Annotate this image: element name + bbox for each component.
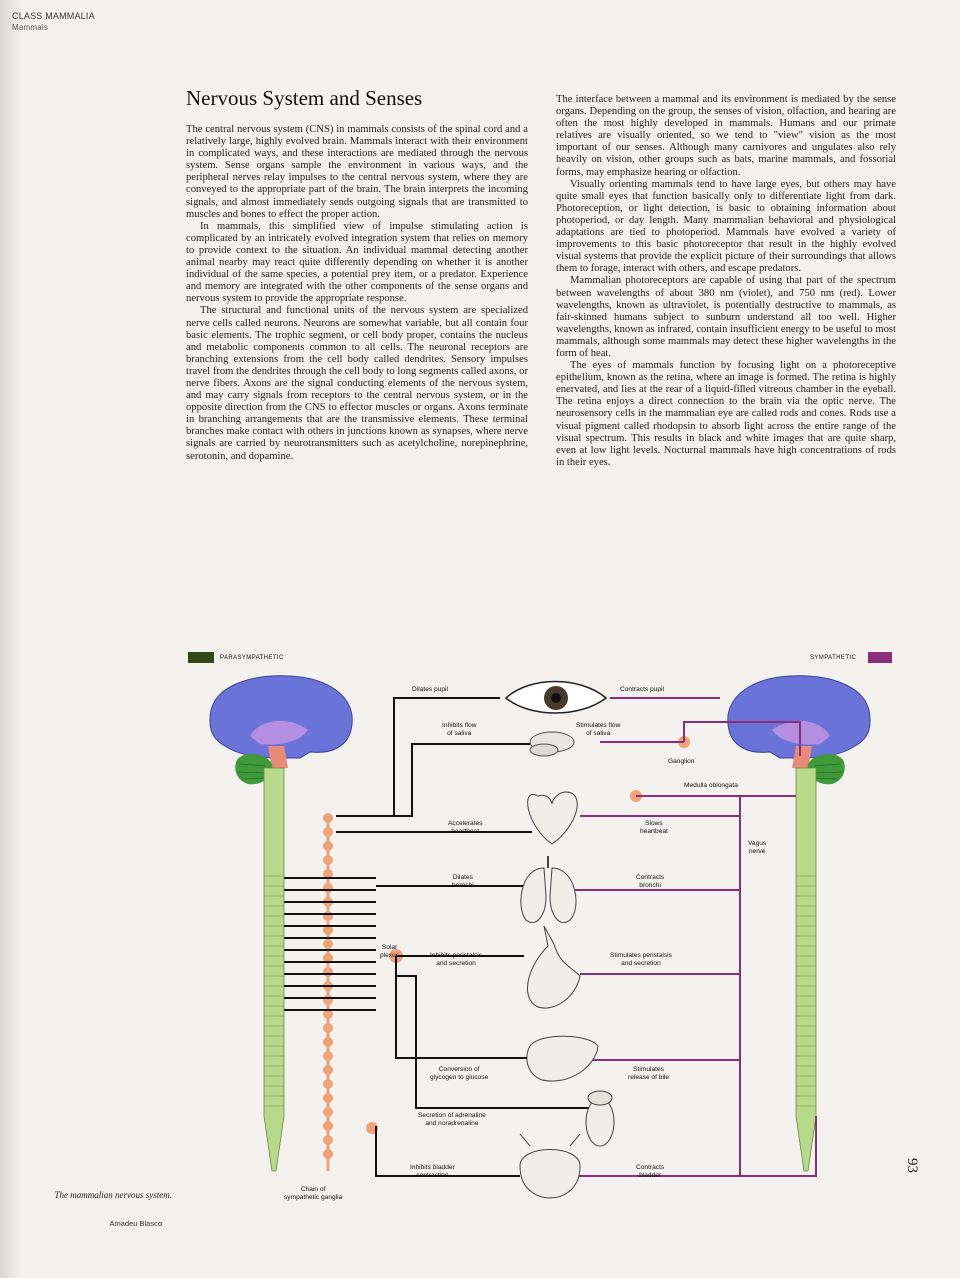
adrenal-kidney-organ [585,1090,615,1147]
salivary-gland-organ [529,731,575,757]
label-ganglion: Ganglion [668,758,695,765]
label-adrenaline-secretion: Secretion of adrenaline and noradrenalin… [418,1112,486,1127]
sympathetic-paths [570,697,817,1177]
left-spinal-cord [263,767,285,1172]
article-title: Nervous System and Senses [186,86,423,110]
label-accelerates-heartbeat: Accelerates heartbeat [448,820,483,835]
stomach-organ [527,925,581,1009]
running-head: CLASS MAMMALIA Mammals [12,10,95,34]
right-text-column: The interface between a mammal and its e… [556,94,896,469]
label-contracts-bronchi: Contracts bronchi [636,874,665,889]
eye-organ [504,680,608,714]
lungs-organ [520,856,577,923]
paragraph: Visually orienting mammals tend to have … [556,178,896,275]
heart-organ [527,791,578,845]
diagram-artwork [188,652,892,1199]
running-head-class: CLASS MAMMALIA [12,11,95,21]
spinal-nerve-bundle [284,877,376,1011]
ganglia-beads [323,736,690,1159]
nervous-system-diagram: PARASYMPATHETIC SYMPATHETIC Dilates pupi… [180,646,900,1216]
left-brain [209,675,353,785]
parasympathetic-swatch [188,652,214,663]
page-gutter-shadow [0,0,22,1278]
paragraph: The structural and functional units of t… [186,305,528,462]
label-contracts-pupil: Contracts pupil [620,686,664,693]
left-text-column: The central nervous system (CNS) in mamm… [186,124,528,463]
label-release-bile: Stimulates release of bile [628,1066,670,1081]
paragraph: The eyes of mammals function by focusing… [556,360,896,468]
bladder-organ [519,1133,581,1199]
label-ganglia-chain: Chain of sympathetic ganglia [284,1186,343,1201]
label-inhibits-bladder: Inhibits bladder contraction [410,1164,455,1179]
paragraph: The central nervous system (CNS) in mamm… [186,124,528,220]
label-vagus-nerve: Vagus nerve [748,840,767,855]
legend-parasympathetic: PARASYMPATHETIC [220,655,284,661]
label-inhibits-saliva: Inhibits flow of saliva [442,722,477,737]
figure-caption: The mammalian nervous system. [54,1190,173,1200]
running-head-section: Mammals [12,23,49,32]
label-contracts-bladder: Contracts bladder [636,1164,665,1179]
label-stimulates-saliva: Stimulates flow of saliva [576,722,621,737]
paragraph: The interface between a mammal and its e… [556,94,896,178]
figure-credit: Amadeu Blasco [109,1219,162,1228]
sympathetic-swatch [868,652,892,663]
label-slows-heartbeat: Slows heartbeat [640,820,668,835]
label-stimulates-peristalsis: Stimulates peristalsis and secretion [610,952,672,967]
label-inhibits-peristalsis: Inhibits peristalsis and secretion [430,952,483,967]
page-number: 93 [904,1158,920,1173]
paragraph: Mammalian photoreceptors are capable of … [556,275,896,359]
liver-organ [526,1035,599,1082]
label-dilates-pupil: Dilates pupil [412,686,448,693]
label-solar-plexus: Solar plexus [380,944,400,959]
legend-sympathetic: SYMPATHETIC [810,655,857,661]
label-glycogen-conversion: Conversion of glycogen to glucose [430,1066,489,1081]
label-medulla-oblongata: Medulla oblongata [684,782,738,789]
right-spinal-cord [795,767,817,1172]
paragraph: In mammals, this simplified view of impu… [186,220,528,305]
parasympathetic-paths [336,697,590,1177]
label-dilates-bronchi: Dilates bronchi [452,874,474,889]
